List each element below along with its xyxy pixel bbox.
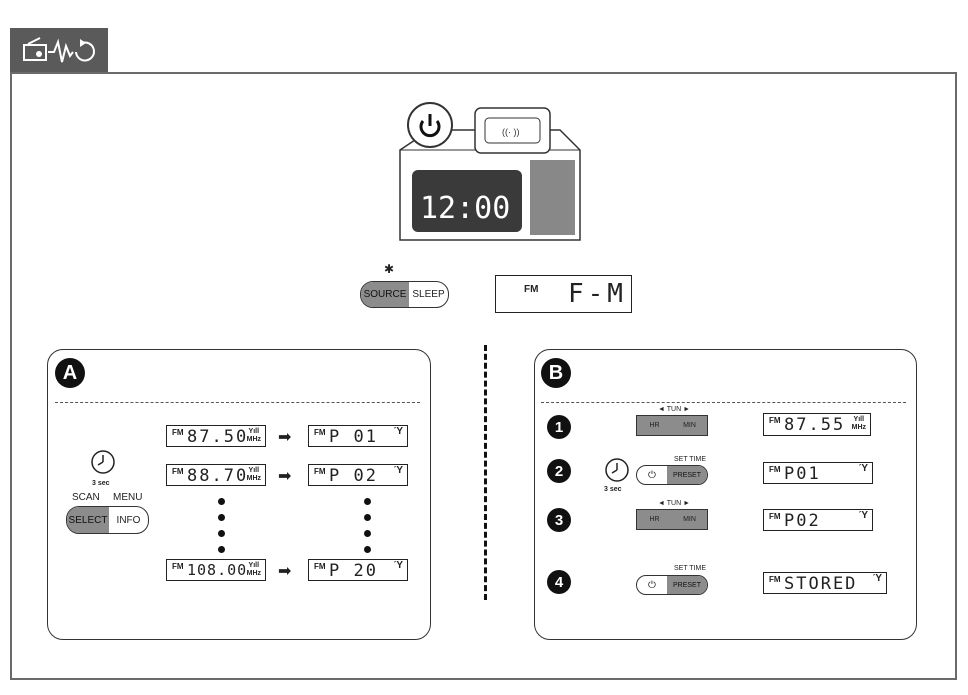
hr-button[interactable]: HR xyxy=(649,422,660,429)
radio-section-tab xyxy=(10,28,108,72)
power-preset-button[interactable]: ⏻ PRESET xyxy=(636,465,708,485)
tun-label: ◄ TUN ► xyxy=(658,500,691,507)
menu-label: MENU xyxy=(113,492,143,503)
sleep-button[interactable]: SLEEP xyxy=(412,289,445,300)
power-icon xyxy=(419,114,441,138)
fm-band-text: F-M xyxy=(568,279,627,309)
ellipsis-dot xyxy=(364,530,371,537)
hr-button[interactable]: HR xyxy=(649,516,660,523)
fm-band-display: FM F-M xyxy=(495,275,632,313)
timer-label: 3 sec xyxy=(604,486,622,493)
panel-b-divider xyxy=(541,402,906,403)
ellipsis-dot xyxy=(364,498,371,505)
radio-icon xyxy=(23,37,95,63)
info-button[interactable]: INFO xyxy=(116,514,141,526)
bluetooth-icon: ✱ xyxy=(384,262,395,276)
section-divider xyxy=(484,345,487,600)
timer-icon xyxy=(605,458,629,482)
timer-label: 3 sec xyxy=(92,480,110,487)
step-badge: 1 xyxy=(547,415,571,439)
timer-icon xyxy=(91,450,115,474)
step-badge: 3 xyxy=(547,508,571,532)
ellipsis-dot xyxy=(218,498,225,505)
arrow-icon: ➡ xyxy=(278,429,292,446)
tun-label: ◄ TUN ► xyxy=(658,406,691,413)
panel-a xyxy=(47,349,431,640)
arrow-icon: ➡ xyxy=(278,468,292,485)
preset-button[interactable]: PRESET xyxy=(667,576,707,594)
set-time-label: SET TIME xyxy=(674,565,707,572)
content-frame xyxy=(10,72,957,680)
fm-band-label: FM xyxy=(524,284,539,295)
ellipsis-dot xyxy=(218,530,225,537)
ellipsis-dot xyxy=(364,514,371,521)
select-info-button[interactable]: SELECT INFO xyxy=(66,506,149,534)
set-time-label: SET TIME xyxy=(674,456,707,463)
power-icon[interactable]: ⏻ xyxy=(648,469,656,481)
svg-text:((· )): ((· )) xyxy=(502,127,520,137)
panel-b xyxy=(534,349,917,640)
preset-button[interactable]: PRESET xyxy=(667,466,707,484)
power-icon[interactable]: ⏻ xyxy=(648,579,656,591)
step-badge: 4 xyxy=(547,570,571,594)
scan-label: SCAN xyxy=(72,492,100,503)
ellipsis-dot xyxy=(218,546,225,553)
power-preset-button[interactable]: ⏻ PRESET xyxy=(636,575,708,595)
badge-a: A xyxy=(55,358,85,388)
speaker-grille xyxy=(530,160,575,235)
min-button[interactable]: MIN xyxy=(683,422,696,429)
hr-min-button[interactable]: HR MIN xyxy=(636,509,708,530)
select-button[interactable]: SELECT xyxy=(67,507,109,533)
panel-a-divider xyxy=(55,402,420,403)
ellipsis-dot xyxy=(218,514,225,521)
hr-min-button[interactable]: HR MIN xyxy=(636,415,708,436)
source-sleep-button[interactable]: SOURCE SLEEP xyxy=(360,281,449,308)
clock-radio-illustration: 12:00 ((· )) xyxy=(399,102,581,241)
arrow-icon: ➡ xyxy=(278,563,292,580)
step-badge: 2 xyxy=(547,459,571,483)
ellipsis-dot xyxy=(364,546,371,553)
badge-b: B xyxy=(541,358,571,388)
min-button[interactable]: MIN xyxy=(683,516,696,523)
clock-display-text: 12:00 xyxy=(420,191,510,226)
source-button[interactable]: SOURCE xyxy=(361,282,409,307)
